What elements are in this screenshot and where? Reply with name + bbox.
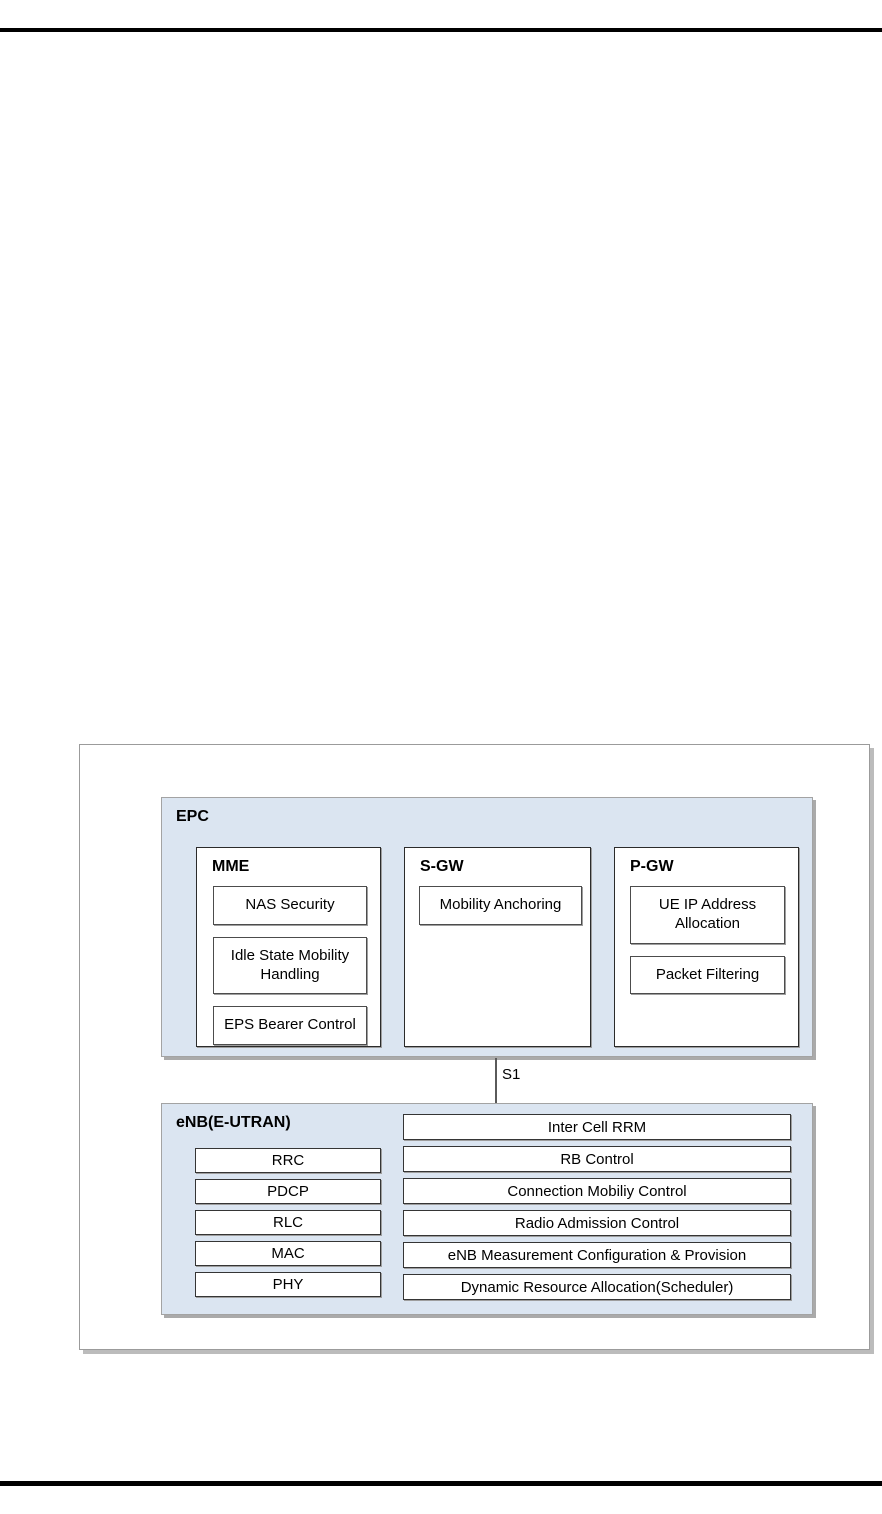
page-footer-rule <box>0 1481 882 1486</box>
mme-function-box: EPS Bearer Control <box>213 1006 367 1045</box>
s1-interface-label: S1 <box>502 1066 521 1083</box>
enb-layer-box: RLC <box>195 1210 381 1235</box>
mme-function-box: NAS Security <box>213 886 367 925</box>
pgw-function-box: Packet Filtering <box>630 955 785 995</box>
enb-function-box: eNB Measurement Configuration & Provisio… <box>403 1242 791 1268</box>
enb-layer-box: RRC <box>195 1148 381 1173</box>
enb-function-box: Connection Mobiliy Control <box>403 1178 791 1204</box>
sgw-function-box: Mobility Anchoring <box>419 886 582 925</box>
enb-layer-list: RRC PDCP RLC MAC PHY <box>195 1148 381 1297</box>
enb-function-box: Dynamic Resource Allocation(Scheduler) <box>403 1274 791 1300</box>
enb-layer-box: PDCP <box>195 1179 381 1204</box>
page-header-rule <box>0 28 882 32</box>
enb-function-box: RB Control <box>403 1146 791 1172</box>
enb-layer-box: MAC <box>195 1241 381 1266</box>
enb-label: eNB(E-UTRAN) <box>176 1114 291 1131</box>
enb-function-box: Inter Cell RRM <box>403 1114 791 1140</box>
mme-function-box: Idle State Mobility Handling <box>213 936 367 995</box>
node-pgw-label: P-GW <box>630 858 674 875</box>
node-mme-label: MME <box>212 858 250 875</box>
enb-group: eNB(E-UTRAN) RRC PDCP RLC MAC PHY Inter Cell… <box>161 1103 813 1315</box>
enb-function-box: Radio Admission Control <box>403 1210 791 1236</box>
pgw-function-box: UE IP Address Allocation <box>630 886 785 944</box>
sgw-function-list: Mobility Anchoring <box>419 886 582 925</box>
node-sgw-label: S-GW <box>420 858 464 875</box>
epc-label: EPC <box>176 808 209 825</box>
node-sgw: S-GW Mobility Anchoring <box>404 847 591 1047</box>
enb-layer-box: PHY <box>195 1272 381 1297</box>
s1-connector-line <box>495 1058 497 1103</box>
